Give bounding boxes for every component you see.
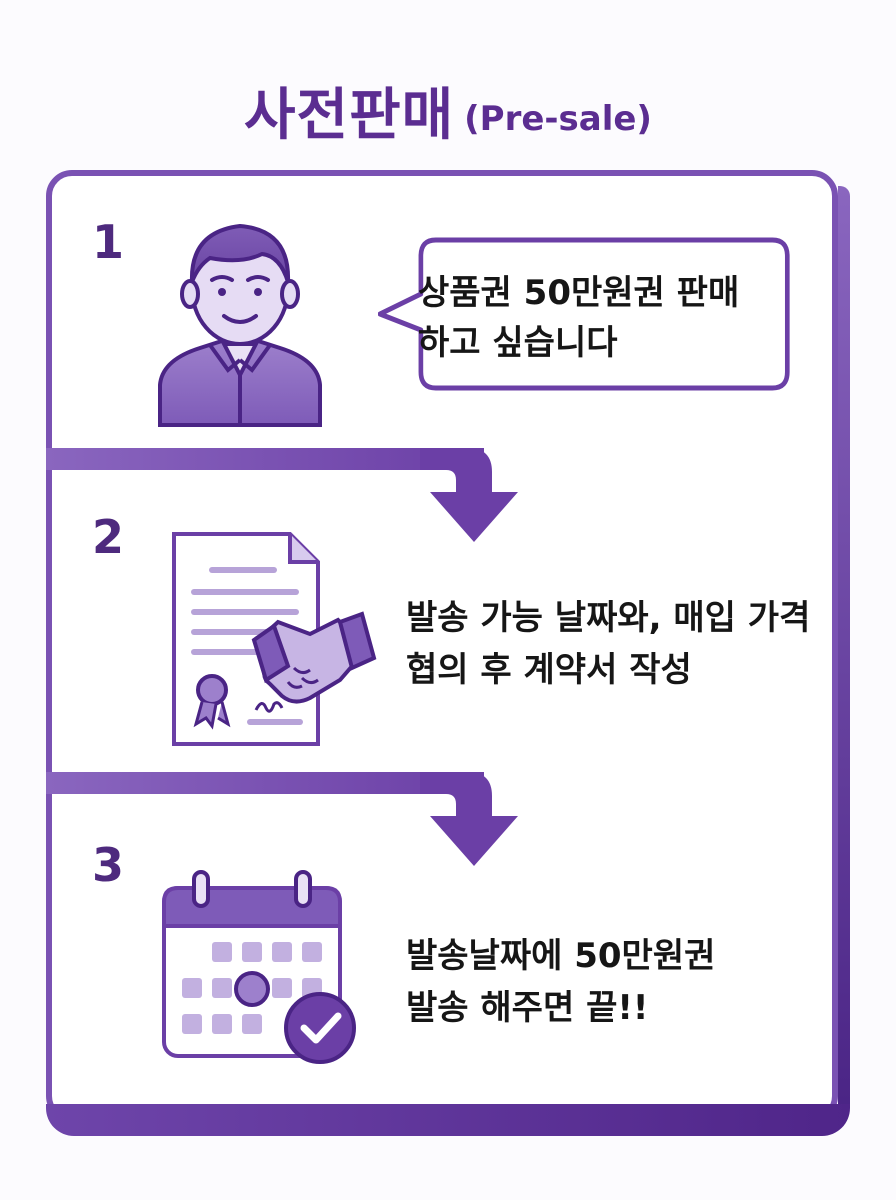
step-2-line-1: 발송 가능 날짜와, 매입 가격 (406, 598, 811, 638)
step-1-text: 상품권 50만원권 판매 하고 싶습니다 (418, 268, 788, 368)
speech-bubble (378, 237, 790, 391)
step-1-line-1: 상품권 50만원권 판매 (418, 273, 740, 313)
frame-bottom-bar (46, 1104, 850, 1136)
step-3-number: 3 (92, 838, 125, 892)
contract-handshake-icon (172, 532, 377, 746)
title-english: (Pre-sale) (464, 99, 652, 139)
step-1-line-2: 하고 싶습니다 (418, 323, 618, 363)
step-2-line-2: 협의 후 계약서 작성 (406, 650, 692, 690)
divider-2 (46, 772, 484, 794)
step-2-number: 2 (92, 510, 125, 564)
divider-1 (46, 448, 484, 470)
frame-shadow (838, 186, 850, 1116)
arrow-down-icon (420, 448, 518, 542)
arrow-down-icon (420, 772, 518, 866)
calendar-check-icon (162, 870, 356, 1064)
step-2-text: 발송 가능 날짜와, 매입 가격 협의 후 계약서 작성 (406, 592, 810, 696)
page-title: 사전판매(Pre-sale) (0, 70, 896, 151)
step-3-line-1: 발송날짜에 50만원권 (406, 936, 716, 976)
step-1-number: 1 (92, 215, 125, 269)
person-icon (158, 223, 322, 427)
step-3-line-2: 발송 해주면 끝!! (406, 988, 649, 1028)
title-korean: 사전판매 (244, 83, 455, 148)
step-3-text: 발송날짜에 50만원권 발송 해주면 끝!! (406, 930, 715, 1034)
